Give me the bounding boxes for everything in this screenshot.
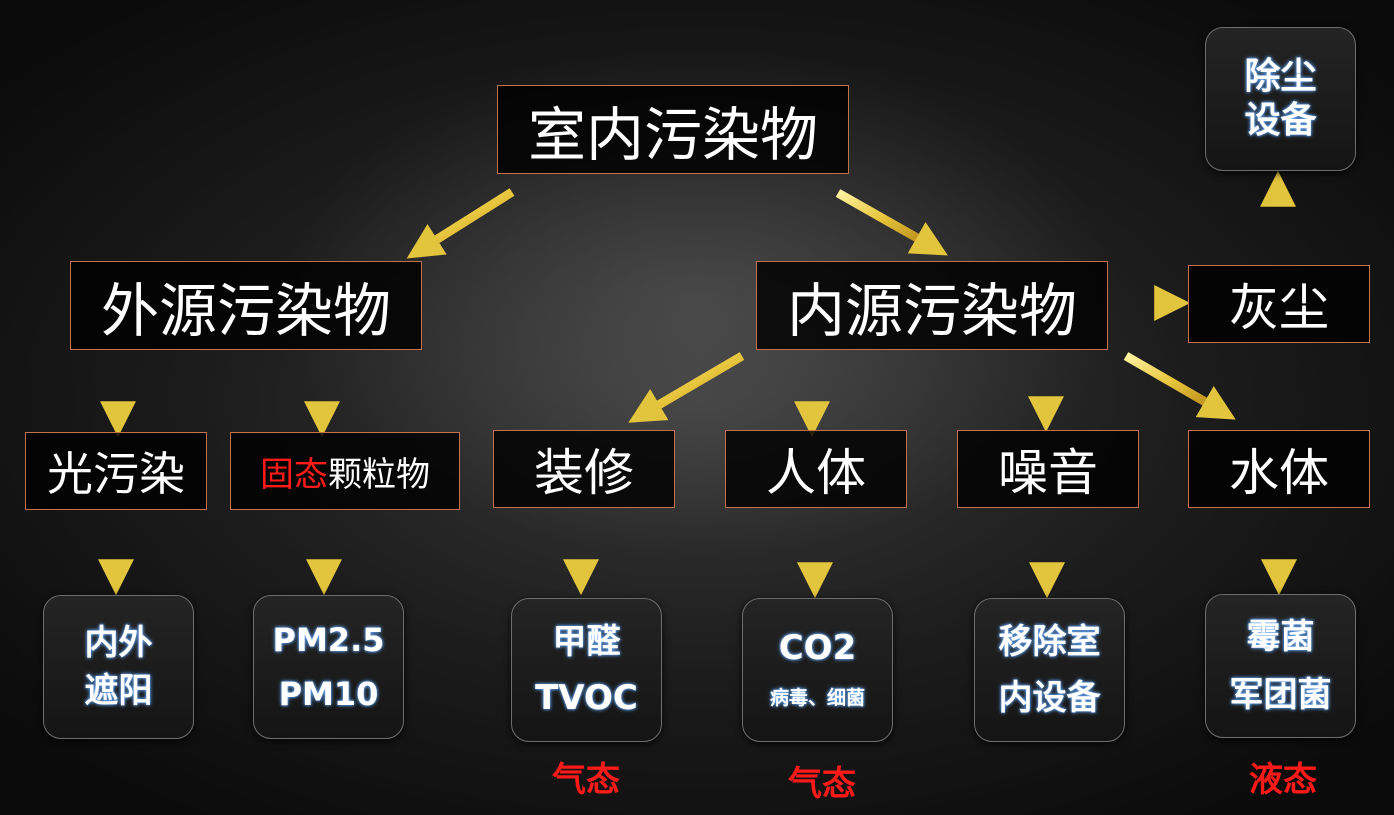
particles-node: 固态颗粒物 — [230, 432, 460, 510]
arrow-internal-to-decoration — [628, 352, 745, 423]
remove-device-line-2: 内设备 — [998, 678, 1101, 718]
shading-node: 内外 遮阳 — [43, 595, 194, 739]
remove-device-node: 移除室 内设备 — [974, 598, 1125, 742]
root-label: 室内污染物 — [527, 100, 818, 169]
external-node: 外源污染物 — [70, 261, 422, 350]
arrow-root-to-internal — [835, 189, 948, 256]
dust-device-node: 除尘 设备 — [1205, 27, 1356, 171]
dust-device-line-1: 除尘 — [1244, 56, 1317, 97]
light-pollution-node: 光污染 — [25, 432, 207, 510]
pm-node: PM2.5 PM10 — [253, 595, 404, 739]
decoration-node: 装修 — [493, 430, 675, 508]
dust-node: 灰尘 — [1188, 265, 1370, 343]
water-state-label: 液态 — [1249, 760, 1317, 800]
noise-node: 噪音 — [957, 430, 1139, 508]
legionella-label: 军团菌 — [1229, 675, 1332, 715]
human-node: 人体 — [725, 430, 907, 508]
particles-prefix: 固态 — [260, 454, 328, 495]
particles-suffix: 颗粒物 — [328, 454, 430, 495]
pm25-label: PM2.5 — [272, 621, 385, 659]
shading-line-2: 遮阳 — [84, 671, 153, 711]
shading-line-1: 内外 — [84, 623, 153, 663]
internal-label: 内源污染物 — [786, 276, 1077, 345]
arrow-internal-to-water — [1123, 352, 1236, 420]
external-label: 外源污染物 — [100, 276, 391, 345]
mold-label: 霉菌 — [1246, 617, 1315, 657]
light-pollution-label: 光污染 — [47, 447, 185, 501]
formaldehyde-label: 甲醛 — [552, 622, 621, 662]
human-label: 人体 — [766, 444, 866, 502]
dust-label: 灰尘 — [1229, 279, 1329, 337]
remove-device-line-1: 移除室 — [998, 622, 1101, 662]
dust-device-line-2: 设备 — [1244, 100, 1317, 141]
tvoc-label: TVOC — [535, 678, 638, 718]
virus-bacteria-label: 病毒、细菌 — [769, 687, 865, 709]
formaldehyde-node: 甲醛 TVOC — [511, 598, 662, 742]
co2-node: CO2 病毒、细菌 — [742, 598, 893, 742]
decoration-state-label: 气态 — [552, 760, 620, 800]
arrow-root-to-external — [406, 188, 515, 259]
internal-node: 内源污染物 — [756, 261, 1108, 350]
human-state-label: 气态 — [788, 764, 856, 804]
water-label: 水体 — [1229, 444, 1329, 502]
decoration-label: 装修 — [534, 444, 634, 502]
mold-node: 霉菌 军团菌 — [1205, 594, 1356, 738]
root-node: 室内污染物 — [497, 85, 849, 174]
noise-label: 噪音 — [998, 444, 1098, 502]
water-node: 水体 — [1188, 430, 1370, 508]
co2-label: CO2 — [778, 628, 857, 668]
pm10-label: PM10 — [278, 675, 379, 713]
